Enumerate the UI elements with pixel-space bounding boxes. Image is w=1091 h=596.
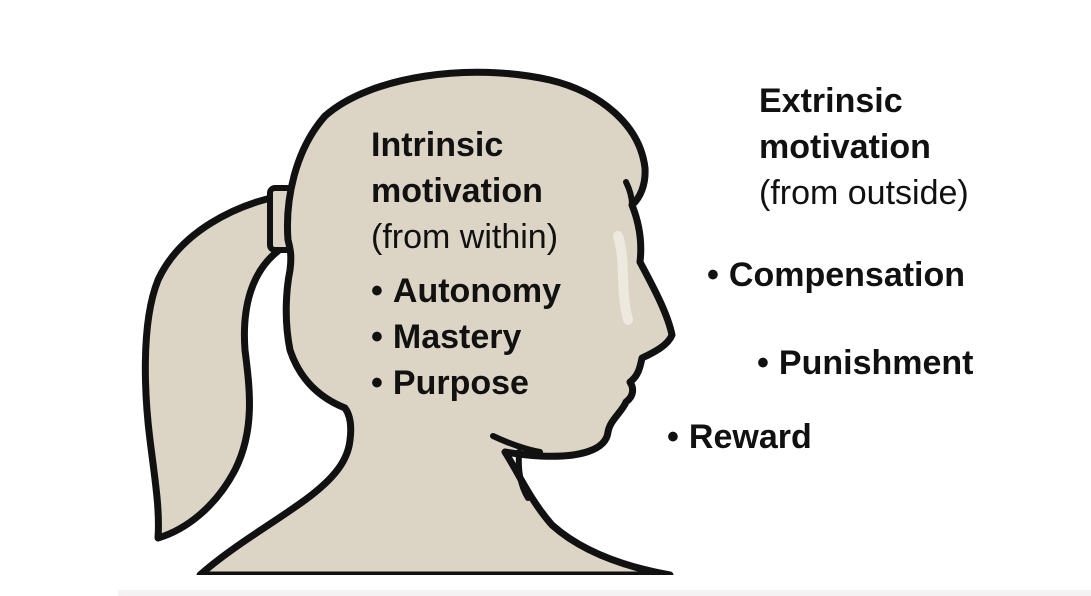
intrinsic-item-label: Mastery — [392, 318, 522, 356]
head-profile — [196, 68, 676, 579]
extrinsic-item-punishment: •Punishment — [757, 340, 973, 386]
intrinsic-item-label: Autonomy — [392, 272, 561, 310]
intrinsic-item-autonomy: •Autonomy — [371, 268, 561, 314]
extrinsic-title-line1: Extrinsic — [759, 82, 903, 120]
extrinsic-item-label: Reward — [688, 418, 812, 456]
bullet-glyph: • — [757, 344, 769, 382]
intrinsic-item-mastery: •Mastery — [371, 314, 521, 360]
face-highlight — [613, 231, 633, 325]
brow-notch — [623, 179, 635, 208]
intrinsic-subtitle: (from within) — [371, 218, 559, 256]
intrinsic-item-label: Purpose — [392, 364, 529, 402]
bullet-glyph: • — [371, 272, 383, 310]
intrinsic-item-purpose: •Purpose — [371, 360, 529, 406]
bullet-glyph: • — [707, 256, 719, 294]
extrinsic-item-label: Compensation — [728, 256, 966, 294]
ponytail — [141, 192, 286, 542]
neck-line — [515, 449, 531, 501]
extrinsic-item-reward: •Reward — [667, 414, 812, 460]
bottom-strip — [118, 590, 1091, 596]
extrinsic-item-compensation: •Compensation — [707, 252, 965, 298]
bullet-glyph: • — [667, 418, 679, 456]
bullet-glyph: • — [371, 318, 383, 356]
jaw-line — [490, 433, 543, 455]
extrinsic-item-label: Punishment — [778, 344, 974, 382]
bullet-glyph: • — [371, 364, 383, 402]
extrinsic-subtitle: (from outside) — [759, 174, 969, 212]
extrinsic-title-line2: motivation — [759, 128, 931, 166]
intrinsic-title-line1: Intrinsic — [371, 126, 504, 164]
intrinsic-title-line2: motivation — [371, 172, 543, 210]
